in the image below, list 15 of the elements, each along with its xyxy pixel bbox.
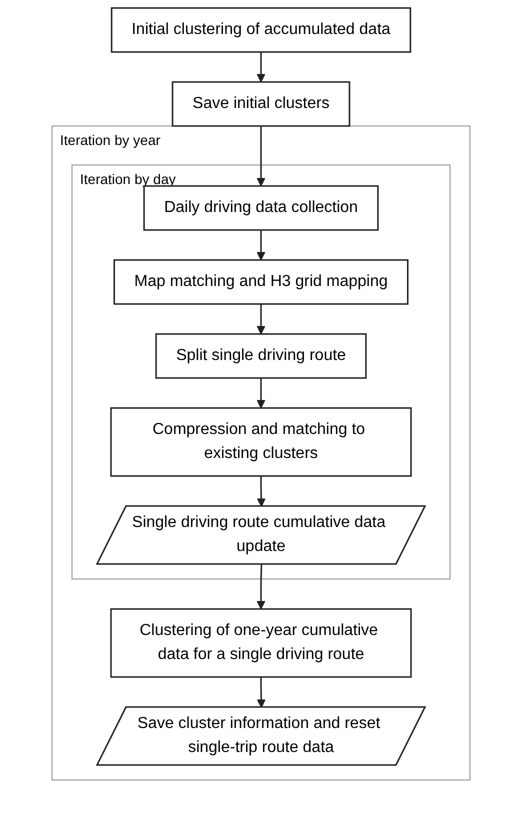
arrow	[256, 304, 265, 334]
arrow	[256, 378, 265, 408]
node-box: Split single driving route	[154, 333, 366, 379]
arrow	[256, 564, 265, 610]
node-box: Initial clustering of accumulated data	[110, 7, 411, 53]
node-box: Compression and matching to existing clusters	[110, 407, 412, 477]
node-box: Save initial clusters	[171, 81, 350, 127]
node-box: Clustering of one-year cumulative data for a single driving route	[110, 608, 412, 678]
node-box: Daily driving data collection	[142, 185, 378, 231]
arrow	[256, 476, 266, 507]
arrow	[256, 677, 266, 708]
arrow	[256, 52, 265, 82]
node-box: Map matching and H3 grid mapping	[113, 259, 408, 305]
arrow	[256, 126, 265, 186]
arrow	[256, 230, 265, 260]
